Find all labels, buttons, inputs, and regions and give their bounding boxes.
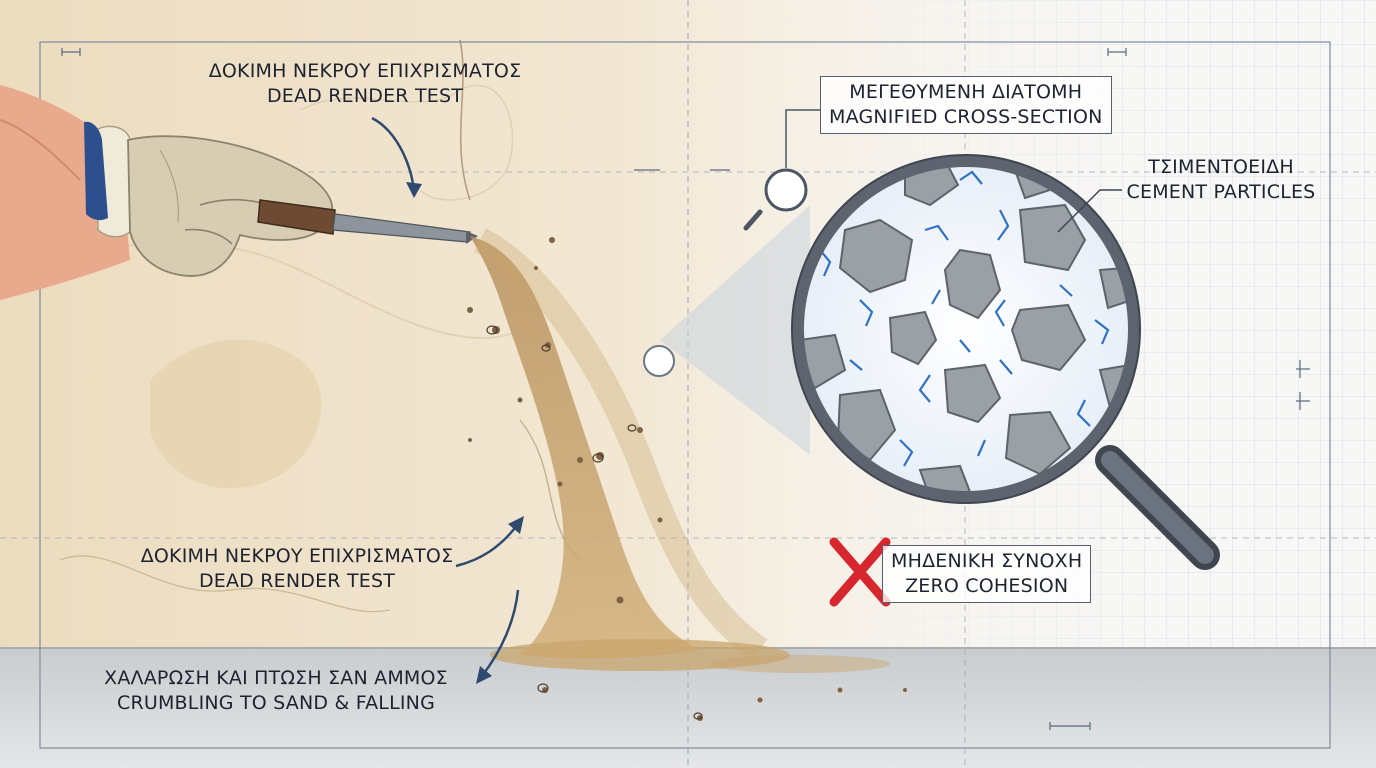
label-dead-render-test-mid: ΔΟΚΙΜΗ ΝΕΚΡΟΥ ΕΠΙΧΡΙΣΜΑΤΟΣ DEAD RENDER T… — [132, 544, 462, 594]
arrow-to-floor — [481, 589, 520, 677]
english-text: CRUMBLING TO SAND & FALLING — [116, 692, 435, 714]
scraper-tool — [257, 199, 478, 244]
greek-text: ΤΣΙΜΕΝΤΟΕΙΔΗ — [1148, 156, 1294, 178]
magnification-cone — [660, 205, 810, 455]
label-crumbling-to-sand: ΧΑΛΑΡΩΣΗ ΚΑΙ ΠΤΩΣΗ ΣΑΝ ΑΜΜΟΣ CRUMBLING T… — [96, 666, 456, 716]
label-magnified-cross-section: ΜΕΓΕΘΥΜΕΝΗ ΔΙΑΤΟΜΗ MAGNIFIED CROSS-SECTI… — [820, 76, 1112, 134]
greek-text: ΜΗΔΕΝΙΚΗ ΣΥΝΟΧΗ — [891, 550, 1083, 572]
english-text: MAGNIFIED CROSS-SECTION — [829, 106, 1103, 128]
label-dead-render-test-top: ΔΟΚΙΜΗ ΝΕΚΡΟΥ ΕΠΙΧΡΙΣΜΑΤΟΣ DEAD RENDER T… — [205, 59, 525, 109]
label-zero-cohesion: ΜΗΔΕΝΙΚΗ ΣΥΝΟΧΗ ZERO COHESION — [882, 545, 1092, 603]
english-text: DEAD RENDER TEST — [266, 85, 464, 107]
gloved-hand — [0, 85, 334, 300]
arrow-to-sand-stream — [455, 523, 519, 568]
magnifying-glass — [791, 154, 1220, 570]
sample-point — [643, 345, 675, 377]
drawing-frame — [39, 41, 1331, 749]
english-text: DEAD RENDER TEST — [198, 570, 396, 592]
label-cement-particles: ΤΣΙΜΕΝΤΟΕΙΔΗ CEMENT PARTICLES — [1116, 155, 1326, 205]
greek-text: ΔΟΚΙΜΗ ΝΕΚΡΟΥ ΕΠΙΧΡΙΣΜΑΤΟΣ — [208, 60, 522, 82]
greek-text: ΧΑΛΑΡΩΣΗ ΚΑΙ ΠΤΩΣΗ ΣΑΝ ΑΜΜΟΣ — [104, 667, 448, 689]
english-text: ZERO COHESION — [905, 575, 1069, 597]
falling-sand — [467, 228, 907, 721]
damp-stain — [150, 339, 322, 489]
wall-crack — [459, 39, 471, 201]
greek-text: ΜΕΓΕΘΥΜΕΝΗ ΔΙΑΤΟΜΗ — [849, 81, 1083, 103]
arrows — [371, 116, 520, 677]
magnifier-icon — [743, 109, 820, 231]
english-text: CEMENT PARTICLES — [1126, 181, 1316, 203]
arrow-to-scrape-point — [371, 116, 416, 191]
cement-leader-line — [1057, 189, 1122, 233]
greek-text: ΔΟΚΙΜΗ ΝΕΚΡΟΥ ΕΠΙΧΡΙΣΜΑΤΟΣ — [140, 545, 454, 567]
cross-mark-icon — [829, 537, 891, 607]
